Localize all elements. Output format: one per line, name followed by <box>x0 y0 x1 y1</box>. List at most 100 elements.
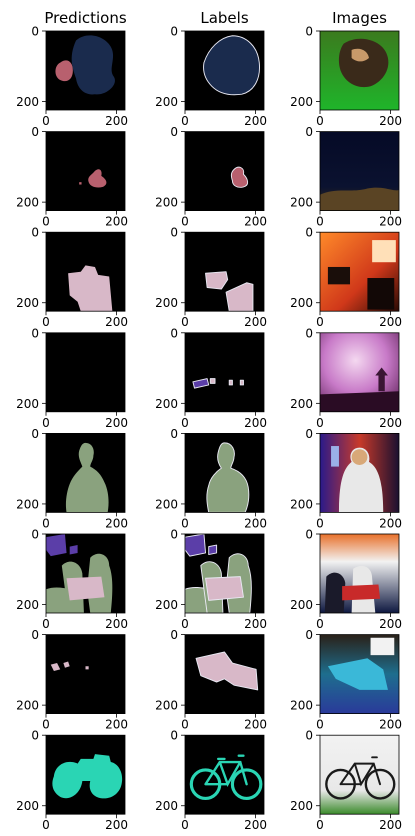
mask-region <box>195 651 259 691</box>
x-tick-label: 0 <box>181 818 189 832</box>
y-tick-label: 0 <box>305 326 313 340</box>
x-tick-label: 0 <box>42 215 50 229</box>
mask-region <box>65 442 109 513</box>
axes-frame <box>319 533 400 614</box>
x-tick-label: 200 <box>379 617 402 631</box>
y-tick-label: 200 <box>290 598 313 612</box>
mask-region <box>203 35 260 96</box>
x-tick-label: 0 <box>181 114 189 128</box>
panel-content <box>320 131 399 211</box>
x-tick-label: 200 <box>379 215 402 229</box>
x-tick-label: 200 <box>244 114 267 128</box>
x-tick-label: 0 <box>181 718 189 732</box>
x-tick-label: 0 <box>181 416 189 430</box>
face-shape <box>351 449 368 465</box>
panel-content <box>320 31 399 110</box>
axes-frame <box>319 734 400 815</box>
panel-content <box>46 534 125 613</box>
mask-region <box>228 379 233 386</box>
axes-frame <box>45 734 126 815</box>
panel-content <box>320 634 399 714</box>
mask-region <box>50 661 89 671</box>
mask-region <box>69 545 78 555</box>
x-tick-label: 0 <box>181 215 189 229</box>
mask-region <box>230 166 249 188</box>
y-tick-label: 0 <box>170 729 178 743</box>
x-tick-label: 0 <box>42 617 50 631</box>
x-tick-label: 200 <box>244 315 267 329</box>
panel-content <box>320 735 399 815</box>
panel-content <box>185 232 264 312</box>
panel-content <box>185 31 264 110</box>
x-tick-label: 0 <box>316 416 324 430</box>
axes-frame <box>45 634 126 714</box>
y-tick-label: 0 <box>31 729 39 743</box>
frame-shape <box>339 756 382 787</box>
panel-content <box>46 31 125 110</box>
horizon-shape <box>320 391 399 412</box>
mask-region <box>192 378 210 389</box>
panel-content <box>185 735 264 815</box>
x-tick-label: 200 <box>105 516 128 530</box>
sign-shape <box>375 367 388 392</box>
mask-region <box>79 182 82 185</box>
y-tick-label: 0 <box>305 729 313 743</box>
y-tick-label: 200 <box>16 95 39 109</box>
axes-frame <box>45 432 126 513</box>
y-tick-label: 0 <box>170 226 178 240</box>
column-title-labels: Labels <box>200 9 248 27</box>
mask-region <box>52 754 123 799</box>
dog-shape <box>351 48 369 62</box>
x-tick-label: 200 <box>244 416 267 430</box>
mask-region <box>88 169 107 188</box>
mask-region <box>184 533 207 557</box>
axes-frame <box>319 131 400 212</box>
y-tick-label: 0 <box>305 226 313 240</box>
axes-frame <box>184 734 265 815</box>
panel-content <box>320 534 399 613</box>
y-tick-label: 200 <box>290 497 313 511</box>
x-tick-label: 200 <box>379 315 402 329</box>
dog-shape <box>338 38 389 88</box>
x-tick-label: 200 <box>105 818 128 832</box>
axes-frame <box>184 30 265 111</box>
axes-frame <box>184 634 265 714</box>
axes-frame <box>184 131 265 212</box>
mask-background <box>185 131 264 211</box>
mask-region <box>66 576 105 601</box>
x-tick-label: 0 <box>181 516 189 530</box>
mask-region <box>225 282 254 312</box>
x-tick-label: 0 <box>316 818 324 832</box>
y-tick-label: 200 <box>155 397 178 411</box>
y-tick-label: 0 <box>170 427 178 441</box>
x-tick-label: 200 <box>105 718 128 732</box>
window-shape <box>372 240 396 263</box>
x-tick-label: 200 <box>244 818 267 832</box>
furniture-shape <box>367 278 395 310</box>
x-tick-label: 200 <box>379 416 402 430</box>
